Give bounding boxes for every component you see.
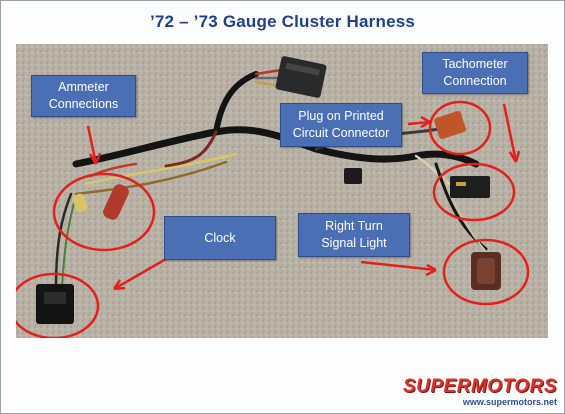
ammeter-callout-line2: Connections — [48, 97, 119, 111]
annotations — [16, 100, 530, 338]
clock-arrow — [113, 257, 167, 291]
tachometer-circle — [432, 162, 516, 222]
tachometer-callout-line2: Connection — [443, 74, 507, 88]
logo-url: www.supermotors.net — [462, 397, 557, 407]
tachometer-callout-line1: Tachometer — [442, 57, 508, 71]
tachometer-arrow — [502, 103, 518, 163]
wire-clip — [344, 168, 362, 184]
plug-callout-line1: Plug on Printed — [298, 109, 384, 123]
right-turn-callout-line1: Right Turn — [325, 219, 383, 233]
ammeter-circle — [52, 172, 156, 252]
clock-callout: Clock — [164, 216, 276, 260]
clock-callout-label: Clock — [204, 230, 236, 245]
plug-callout-line2: Circuit Connector — [292, 126, 390, 140]
right-turn-callout-line2: Signal Light — [321, 236, 387, 250]
plug-arrow — [407, 120, 431, 126]
turn-signal-arrow — [360, 260, 437, 272]
tachometer-plug — [434, 110, 466, 140]
tachometer-connector — [450, 176, 490, 198]
ammeter-terminal-red — [103, 184, 129, 220]
ammeter-terminal-yellow — [72, 193, 88, 213]
logo-brand: SUPERMOTORS — [402, 376, 557, 397]
supermotors-logo: SUPERMOTORS www.supermotors.net — [403, 377, 557, 408]
ammeter-arrow — [86, 125, 98, 165]
turn-signal-circle — [442, 238, 530, 306]
slide-title: ’72 – ’73 Gauge Cluster Harness — [149, 12, 416, 31]
clock-circle — [16, 272, 100, 338]
plug-callout: Plug on Printed Circuit Connector — [280, 103, 402, 147]
tachometer-callout: Tachometer Connection — [422, 52, 528, 94]
plug-circle — [428, 100, 492, 156]
right-turn-callout: Right Turn Signal Light — [298, 213, 410, 257]
ammeter-callout: Ammeter Connections — [31, 75, 136, 117]
ammeter-callout-line1: Ammeter — [58, 80, 109, 94]
harness-connectors — [36, 56, 501, 324]
